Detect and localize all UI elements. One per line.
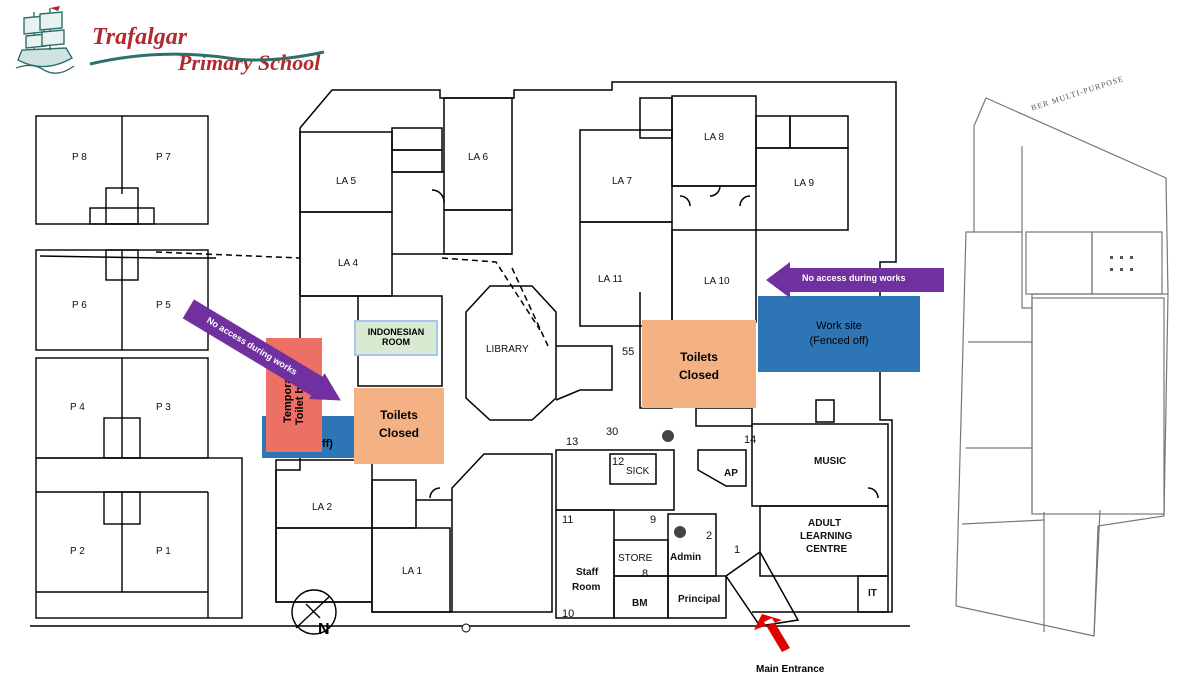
room-la5: LA 5	[336, 176, 357, 187]
room-alc-3: CENTRE	[806, 544, 848, 555]
arrow-left-icon	[766, 262, 944, 298]
toilets-label: Toilets	[680, 350, 718, 364]
main-entrance-label: Main Entrance	[756, 664, 825, 675]
portables-plan	[35, 115, 243, 619]
room-music: MUSIC	[814, 456, 847, 467]
room-alc-1: ADULT	[808, 518, 842, 529]
ber-multipurpose-plan	[955, 97, 1169, 637]
room-alc-2: LEARNING	[800, 531, 853, 542]
flag-icon	[50, 6, 60, 11]
room-admin: Admin	[670, 552, 702, 563]
closed-label: Closed	[678, 368, 719, 382]
room-library: LIBRARY	[486, 344, 529, 355]
room-store: STORE	[618, 553, 653, 564]
compass-icon	[291, 589, 337, 635]
number-55: 55	[622, 346, 635, 358]
marker-dot	[674, 526, 686, 538]
number-1: 1	[734, 544, 741, 556]
no-access-arrow-right: No access during works	[766, 262, 946, 298]
number-12: 12	[612, 456, 625, 468]
room-it: IT	[868, 588, 877, 599]
room-staff: Staff	[576, 567, 599, 578]
closed-label: Closed	[378, 426, 419, 440]
toilets-closed-left: Toilets Closed	[354, 388, 444, 464]
number-13: 13	[566, 436, 579, 448]
room-la10: LA 10	[704, 276, 730, 287]
work-site-fenced-label: (Fenced off)	[809, 335, 869, 347]
number-30: 30	[606, 426, 619, 438]
portable-p5: P 5	[156, 300, 171, 311]
no-access-label-right: No access during works	[802, 273, 906, 283]
indonesian-label-1: INDONESIAN	[367, 327, 425, 337]
room-principal: Principal	[678, 594, 721, 605]
no-access-arrow-left: No access during works	[181, 296, 351, 414]
portable-p6: P 6	[72, 300, 87, 311]
room-la4: LA 4	[338, 258, 359, 269]
indonesian-label-2: ROOM	[382, 337, 410, 347]
number-11: 11	[562, 514, 574, 526]
logo-swoosh	[89, 50, 325, 66]
room-bm: BM	[632, 598, 648, 609]
main-entrance-arrow	[754, 614, 790, 652]
portable-p3: P 3	[156, 402, 171, 413]
room-ap: AP	[724, 468, 738, 479]
room-la8: LA 8	[704, 132, 725, 143]
ship-icon	[15, 8, 75, 74]
toilets-closed-right: Toilets Closed	[642, 320, 756, 408]
room-la6: LA 6	[468, 152, 489, 163]
portable-p2: P 2	[70, 546, 85, 557]
room-la9: LA 9	[794, 178, 815, 189]
room-la2: LA 2	[312, 502, 333, 513]
room-la11: LA 11	[598, 274, 623, 285]
arrow-up-icon	[754, 614, 790, 652]
work-site: Work site (Fenced off)	[758, 296, 920, 372]
number-14: 14	[744, 434, 757, 446]
portable-p8: P 8	[72, 152, 87, 163]
marker-dot	[662, 430, 674, 442]
room-la1: LA 1	[402, 566, 423, 577]
compass-letter: N	[318, 621, 330, 638]
indonesian-room: INDONESIAN ROOM	[354, 320, 438, 356]
portable-p7: P 7	[156, 152, 171, 163]
number-8: 8	[642, 568, 649, 580]
work-site-label: Work site	[816, 320, 862, 332]
number-2: 2	[706, 530, 713, 542]
room-sick: SICK	[626, 466, 650, 477]
toilets-label: Toilets	[380, 408, 418, 422]
school-name-line1: Trafalgar	[92, 24, 188, 50]
room-staff-room: Room	[572, 582, 601, 593]
number-10: 10	[562, 608, 575, 620]
number-9: 9	[650, 514, 657, 526]
arrow-right-icon	[182, 299, 341, 401]
portable-p4: P 4	[70, 402, 85, 413]
room-la7: LA 7	[612, 176, 633, 187]
school-logo	[12, 4, 76, 80]
portable-p1: P 1	[156, 546, 171, 557]
